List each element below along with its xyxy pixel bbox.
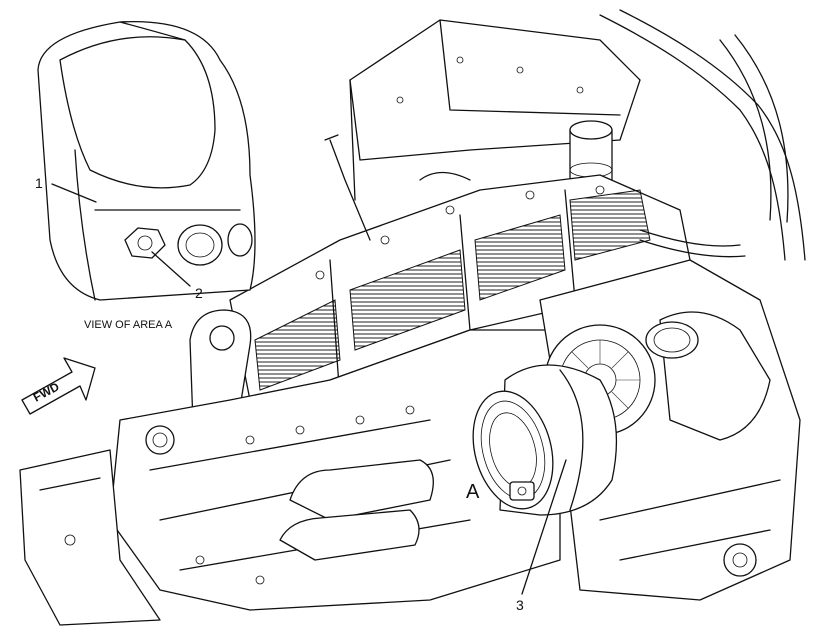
callout-1: 1 [35,175,43,191]
engine-top-housing [349,19,641,201]
background-hoses [599,9,806,261]
engine-block [109,329,561,611]
callout-2: 2 [195,285,203,301]
fwd-arrow [21,357,96,415]
callout-3: 3 [516,597,524,613]
front-housing [19,449,161,626]
turbocharger [472,364,618,516]
callout-leaders [51,183,567,595]
inset-view [37,21,256,301]
plug-item-2 [124,227,166,259]
view-label: VIEW OF AREA A [84,319,173,331]
tube-lines [324,134,746,258]
callout-area-a: A [466,481,480,503]
turbo-outlet [645,311,771,441]
